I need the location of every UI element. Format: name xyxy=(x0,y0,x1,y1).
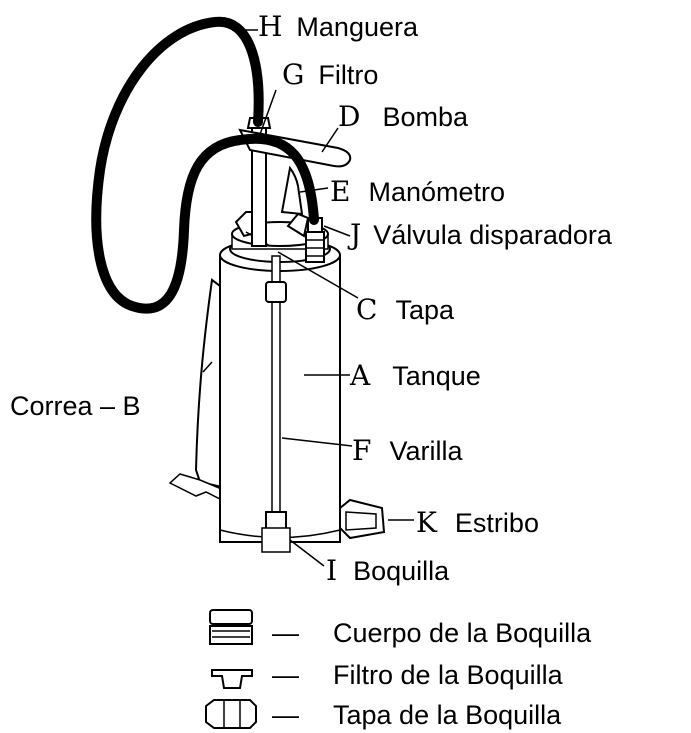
part-name: Boquilla xyxy=(353,556,450,586)
legend-label: Cuerpo de la Boquilla xyxy=(333,618,592,648)
hose-shape xyxy=(91,16,319,314)
nozzle-body-icon xyxy=(209,609,253,625)
legend-icons xyxy=(205,609,257,729)
legend-dash: — xyxy=(272,618,299,648)
part-letter: I xyxy=(326,554,338,587)
part-letter: H xyxy=(258,10,283,43)
part-name: Tapa xyxy=(395,295,454,325)
legend-row-nozzle-cap: — Tapa de la Boquilla xyxy=(272,702,561,729)
strap-label: Correa – B xyxy=(10,391,141,421)
part-label-tank: A Tanque xyxy=(350,362,481,390)
part-label-nozzle: I Boquilla xyxy=(326,557,449,585)
part-name: Varilla xyxy=(389,436,463,466)
part-name: Estribo xyxy=(454,508,539,538)
part-name: Filtro xyxy=(318,60,379,90)
legend-dash: — xyxy=(272,660,299,690)
part-name: Manómetro xyxy=(368,177,506,207)
legend-dash: — xyxy=(272,700,299,730)
part-label-cap: C Tapa xyxy=(356,296,454,324)
gauge-shape xyxy=(280,165,304,216)
part-name: Bomba xyxy=(382,102,469,132)
part-label-filter: G Filtro xyxy=(282,61,378,89)
part-label-rod: F Varilla xyxy=(352,437,462,465)
part-label-hose: H Manguera xyxy=(258,13,418,41)
part-label-pump: D Bomba xyxy=(338,103,468,131)
part-label-foot-rest: K Estribo xyxy=(416,509,539,537)
legend-label: Tapa de la Boquilla xyxy=(333,700,562,730)
part-letter: J xyxy=(350,218,362,251)
part-letter: G xyxy=(282,58,305,91)
legend-row-nozzle-filter: — Filtro de la Boquilla xyxy=(272,662,563,689)
part-label-trigger-valve: J Válvula disparadora xyxy=(350,221,612,249)
part-letter: F xyxy=(352,434,372,467)
part-letter: A xyxy=(350,359,371,392)
part-name: Manguera xyxy=(296,12,419,42)
nozzle-filter-icon xyxy=(211,669,253,689)
part-label-gauge: E Manómetro xyxy=(330,178,505,206)
legend-label: Filtro de la Boquilla xyxy=(333,660,563,690)
part-name: Válvula disparadora xyxy=(373,220,612,250)
nozzle-cap-icon xyxy=(205,699,257,729)
legend-row-nozzle-body: — Cuerpo de la Boquilla xyxy=(272,620,591,647)
part-letter: C xyxy=(356,293,378,326)
part-letter: K xyxy=(416,506,437,539)
part-letter: D xyxy=(338,100,361,133)
part-name: Tanque xyxy=(392,361,481,391)
part-letter: E xyxy=(330,175,351,208)
